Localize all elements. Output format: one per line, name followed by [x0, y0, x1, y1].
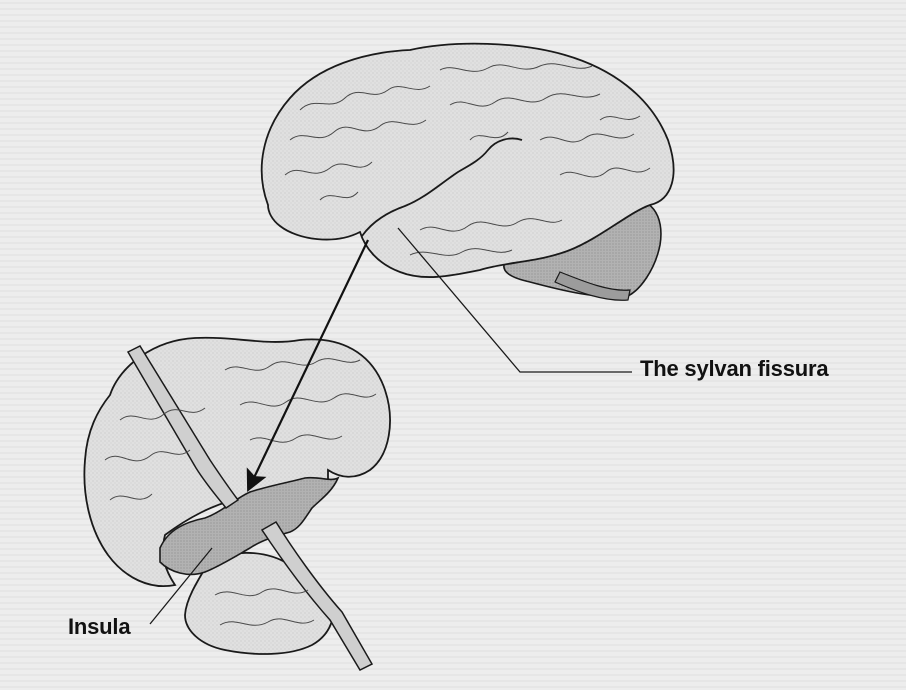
insula-label: Insula	[68, 614, 130, 640]
sylvan-fissura-label: The sylvan fissura	[640, 356, 828, 382]
